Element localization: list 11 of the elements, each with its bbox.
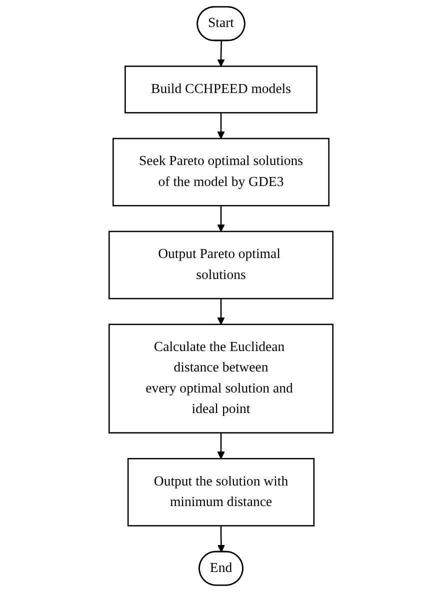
arrow (216, 526, 224, 552)
node-box: Seek Pareto optimal solutions of the model by GDE3 (112, 138, 329, 206)
node-box: Output Pareto optimal solutions (108, 230, 333, 300)
arrow (216, 432, 224, 459)
node-box: Build CCHPEED models (124, 66, 317, 114)
arrow (216, 112, 224, 139)
arrow (216, 206, 224, 232)
arrow (216, 298, 224, 325)
arrow (216, 40, 224, 67)
node-box: Calculate the Euclidean distance between every optimal solution and ideal point (108, 324, 333, 434)
node-box: Output the solution with minimum distance (126, 458, 314, 526)
